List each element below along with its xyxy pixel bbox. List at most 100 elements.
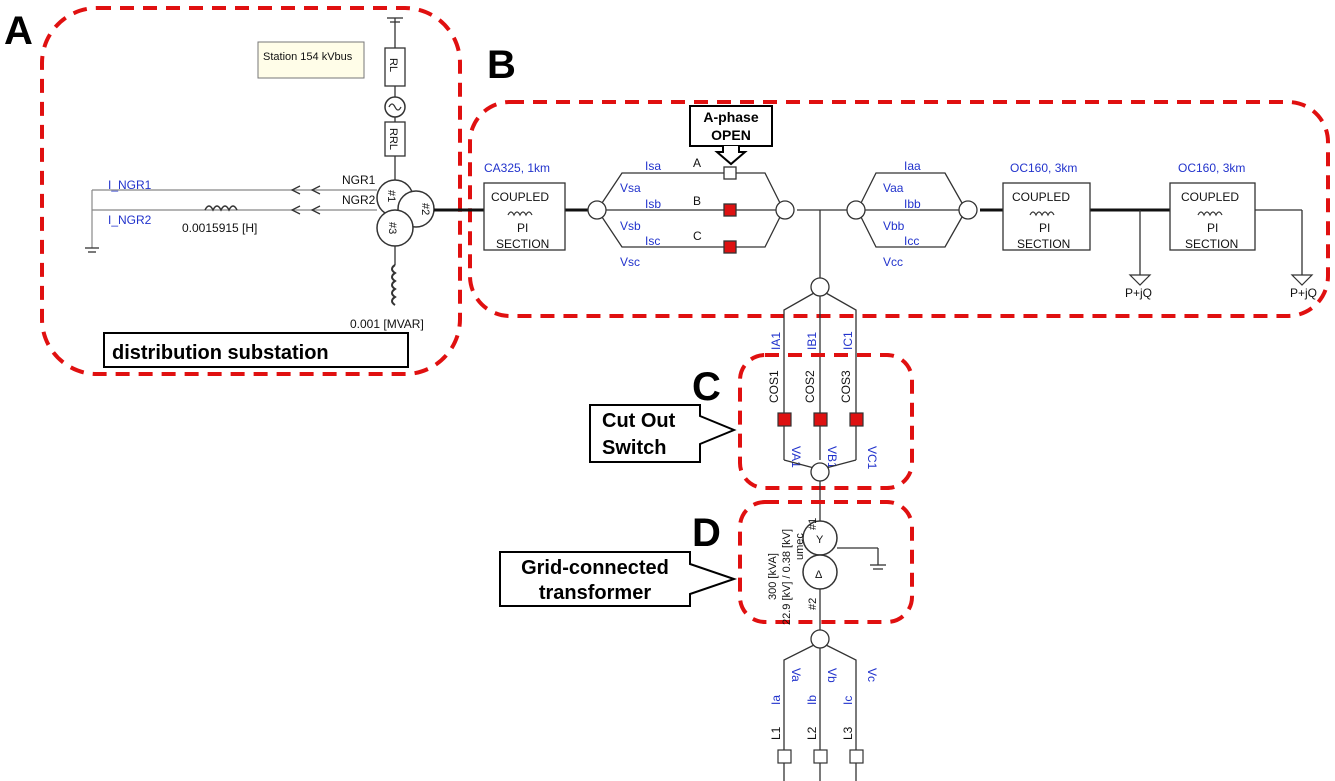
phase-c-path [601, 216, 781, 248]
ia-label: Ia [769, 695, 783, 705]
cos3-switch[interactable] [849, 412, 864, 427]
switch-c-closed[interactable] [723, 240, 737, 254]
svg-text:SECTION: SECTION [496, 237, 549, 251]
pi-section-1[interactable]: COUPLED PI SECTION [483, 182, 566, 251]
region-a-letter: A [4, 9, 33, 53]
phase-a-path [601, 172, 781, 204]
isc-label: Isc [645, 234, 660, 248]
region-c-outline [738, 353, 914, 490]
xfmr-delta-symbol: Δ [815, 569, 823, 581]
l3-switch[interactable] [849, 749, 864, 764]
ground-left-icon [85, 247, 99, 253]
va-label: Va [789, 668, 803, 682]
open-note-line1: A-phase [703, 109, 758, 125]
cos2-label: COS2 [803, 370, 817, 403]
iaa-label: Iaa [904, 159, 921, 173]
l3-label: L3 [841, 726, 855, 740]
svg-text:SECTION: SECTION [1017, 237, 1070, 251]
cos1-switch[interactable] [777, 412, 792, 427]
merge-node-2 [958, 200, 978, 220]
ground-top-icon [387, 17, 403, 48]
split-node-2 [846, 200, 866, 220]
xfmr-y-symbol: Y [816, 534, 824, 546]
mvar-coil-icon [391, 264, 397, 306]
cos1-label: COS1 [767, 370, 781, 403]
region-b-letter: B [487, 43, 516, 87]
ngr1-label: NGR1 [342, 173, 376, 187]
switch-a-open[interactable] [723, 166, 737, 180]
open-note-box [689, 105, 773, 147]
lateral-phases [783, 292, 857, 460]
open-note-arrow-icon [714, 146, 748, 166]
bus-label: Station 154 kVbus [263, 51, 353, 63]
xfmr-w2: #2 [807, 598, 819, 610]
split-node-1 [587, 200, 607, 220]
region-a-caption: distribution substation [112, 342, 329, 364]
cable-2-label: OC160, 3km [1010, 161, 1077, 175]
vb-label: Vb [825, 668, 839, 683]
cable-3-label: OC160, 3km [1178, 161, 1245, 175]
region-d-letter: D [692, 511, 721, 555]
vc1-label: VC1 [865, 446, 879, 470]
vaa-label: Vaa [883, 181, 904, 195]
svg-text:COUPLED: COUPLED [491, 190, 549, 204]
svg-text:SECTION: SECTION [1185, 237, 1238, 251]
region-c-caption-line1: Cut Out [602, 410, 676, 432]
xfmr-rating: 300 [kVA] [767, 553, 779, 600]
l1-label: L1 [769, 726, 783, 740]
svg-text:PI: PI [1039, 221, 1050, 235]
ibb-label: Ibb [904, 197, 921, 211]
vc-label: Vc [865, 668, 879, 682]
svg-text:PI: PI [1207, 221, 1218, 235]
pi-section-2[interactable]: COUPLED PI SECTION [1002, 182, 1091, 251]
switch-b-closed[interactable] [723, 203, 737, 217]
phase-a-label: A [693, 156, 701, 170]
xfmr-voltage: 22.9 [kV] / 0.38 [kV] [781, 529, 793, 625]
vsb-label: Vsb [620, 219, 641, 233]
region-d-callout [499, 551, 738, 607]
i-ngr2-label: I_NGR2 [108, 213, 152, 227]
region-c-caption-line2: Switch [602, 437, 666, 459]
cos2-switch[interactable] [813, 412, 828, 427]
i-ngr1-label: I_NGR1 [108, 178, 152, 192]
l2-switch[interactable] [813, 749, 828, 764]
current-arrows-icon [290, 185, 321, 215]
switch-merge-node [810, 462, 830, 482]
vb1-label: VB1 [825, 446, 839, 469]
l1-switch[interactable] [777, 749, 792, 764]
load-2-label: P+jQ [1290, 286, 1317, 300]
inductance-label: 0.0015915 [H] [182, 221, 257, 235]
source-wave [388, 103, 402, 111]
ib-label: Ib [805, 695, 819, 705]
icc-label: Icc [904, 234, 919, 248]
mvar-label: 0.001 [MVAR] [350, 317, 424, 331]
region-c-letter: C [692, 365, 721, 409]
winding-2-label: #2 [419, 203, 431, 215]
xfmr-umec: umec [794, 533, 806, 560]
winding-3-label: #3 [386, 222, 398, 234]
phase-b-label: B [693, 194, 701, 208]
isb-label: Isb [645, 197, 661, 211]
svg-text:COUPLED: COUPLED [1012, 190, 1070, 204]
pi-section-3[interactable]: COUPLED PI SECTION [1169, 182, 1256, 251]
vbb-label: Vbb [883, 219, 905, 233]
inductor-icon [204, 205, 238, 212]
ic-label: Ic [841, 696, 855, 705]
ngr2-label: NGR2 [342, 193, 376, 207]
region-a-caption-box [103, 332, 409, 368]
svg-text:PI: PI [517, 221, 528, 235]
isa-label: Isa [645, 159, 661, 173]
cable-1-label: CA325, 1km [484, 161, 550, 175]
load-1-label: P+jQ [1125, 286, 1152, 300]
load-2-icon [1290, 274, 1314, 286]
svg-text:COUPLED: COUPLED [1181, 190, 1239, 204]
l2-label: L2 [805, 726, 819, 740]
merge-node-1 [775, 200, 795, 220]
phase-cc-path [860, 216, 963, 248]
region-c-callout [589, 404, 737, 463]
rrl-label: RRL [387, 128, 399, 150]
ib1-label: IB1 [805, 332, 819, 350]
region-d-caption-line2: transformer [539, 582, 651, 604]
open-note-line2: OPEN [711, 127, 751, 143]
vsa-label: Vsa [620, 181, 641, 195]
